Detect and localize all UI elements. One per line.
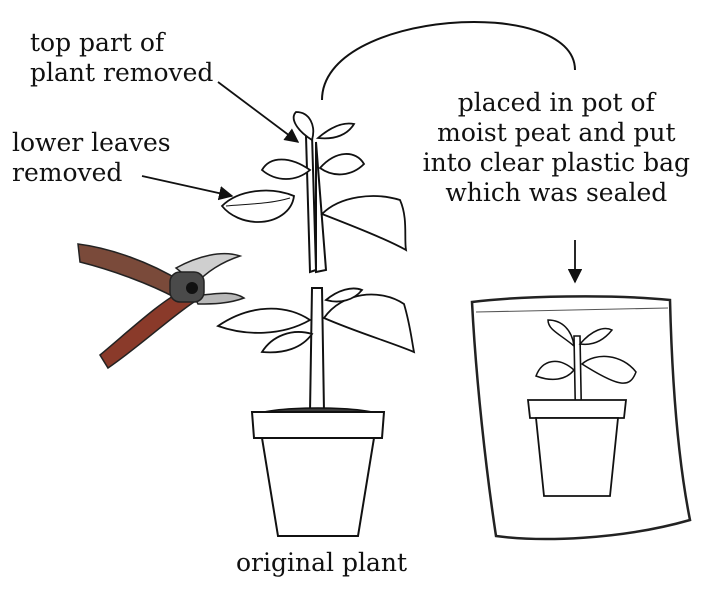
label-bag-line1: placed in pot of [423,88,690,118]
label-bag-process: placed in pot of moist peat and put into… [423,88,690,208]
label-bag-line2: moist peat and put [423,118,690,148]
label-bag-line3: into clear plastic bag [423,148,690,178]
sealed-bag-icon [472,296,690,539]
potted-plant-icon [218,288,414,536]
pruning-shears-icon [78,244,244,368]
label-lower-leaves: lower leaves removed [12,128,171,188]
label-top-part: top part of plant removed [30,28,213,88]
label-top-part-line1: top part of [30,28,213,58]
label-lower-leaves-line2: removed [12,158,171,188]
label-lower-leaves-line1: lower leaves [12,128,171,158]
label-bag-line4: which was sealed [423,178,690,208]
label-top-part-line2: plant removed [30,58,213,88]
cutting-stem-icon [222,112,406,272]
arrow-top-part [218,82,298,142]
label-original-plant: original plant [236,548,407,578]
